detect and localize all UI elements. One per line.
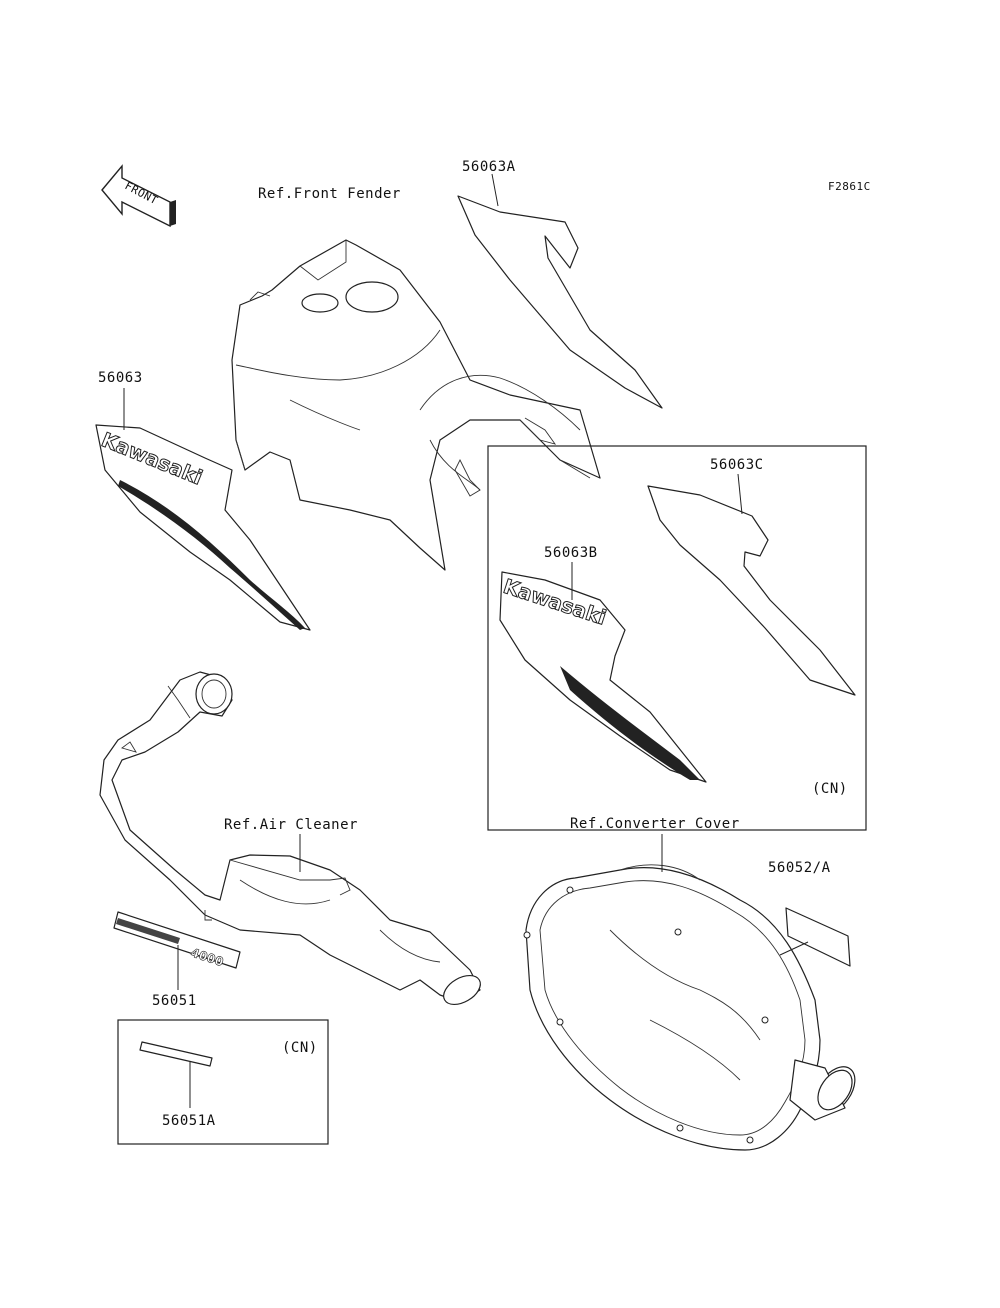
decal-56063A [457, 195, 663, 409]
ref-front-fender-label: Ref.Front Fender [258, 186, 401, 202]
part-56052A-label: 56052/A [768, 860, 831, 876]
part-56063B-label: 56063B [544, 545, 598, 561]
part-56051-label: 56051 [152, 993, 197, 1009]
part-56063A-label: 56063A [462, 159, 516, 175]
figure-id: F2861C [828, 180, 871, 193]
ref-converter-cover-label: Ref.Converter Cover [570, 816, 740, 832]
cn-box-lower [117, 1019, 329, 1145]
leader-56063A [491, 173, 499, 207]
ref-air-cleaner-label: Ref.Air Cleaner [224, 817, 358, 833]
part-56063-label: 56063 [98, 370, 143, 386]
decal-56051A [139, 1041, 213, 1067]
converter-cover [523, 864, 856, 1151]
cn-upper-label: (CN) [812, 781, 848, 797]
cn-lower-label: (CN) [282, 1040, 318, 1056]
front-fender [231, 239, 601, 571]
leader-56052A [779, 941, 809, 956]
leader-56063C [737, 473, 743, 515]
part-56051A-label: 56051A [162, 1113, 216, 1129]
decal-56063C [647, 485, 856, 696]
decal-56052A [785, 907, 851, 967]
part-56063C-label: 56063C [710, 457, 764, 473]
decal-56063B: Kawasaki [499, 571, 707, 783]
front-arrow-icon: FRONT [101, 164, 176, 228]
cn-box-upper [487, 445, 867, 831]
air-cleaner-duct [99, 671, 481, 1006]
